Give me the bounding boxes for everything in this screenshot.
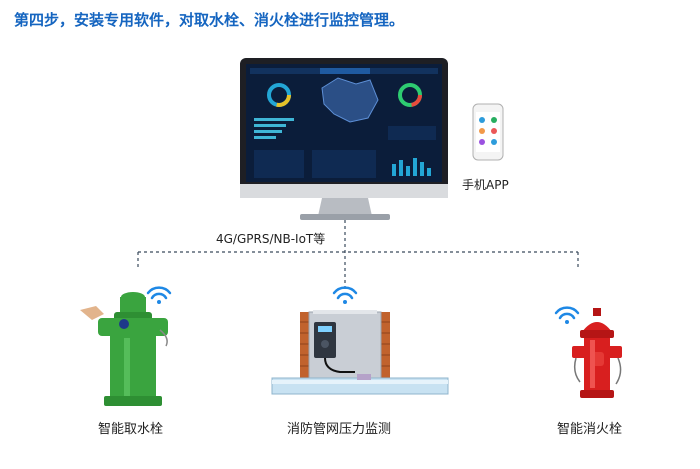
monitor-icon xyxy=(240,58,448,220)
water-hydrant-label: 智能取水栓 xyxy=(98,422,164,437)
page-title: 第四步，安装专用软件，对取水栓、消火栓进行监控管理。 xyxy=(14,11,405,29)
network-connection-lines xyxy=(137,220,579,292)
wifi-icon xyxy=(146,286,172,304)
fire-hydrant-label: 智能消火栓 xyxy=(557,422,623,437)
network-label: 4G/GPRS/NB-IoT等 xyxy=(216,232,326,246)
smartphone-icon xyxy=(472,103,504,161)
pressure-sensor-icon xyxy=(271,286,449,395)
water-hydrant-icon xyxy=(80,286,172,406)
wifi-icon xyxy=(554,306,580,324)
pressure-monitor-label: 消防管网压力监测 xyxy=(287,422,392,437)
phone-app-label: 手机APP xyxy=(462,178,509,192)
fire-hydrant-icon xyxy=(554,306,622,398)
wifi-icon xyxy=(332,286,358,304)
